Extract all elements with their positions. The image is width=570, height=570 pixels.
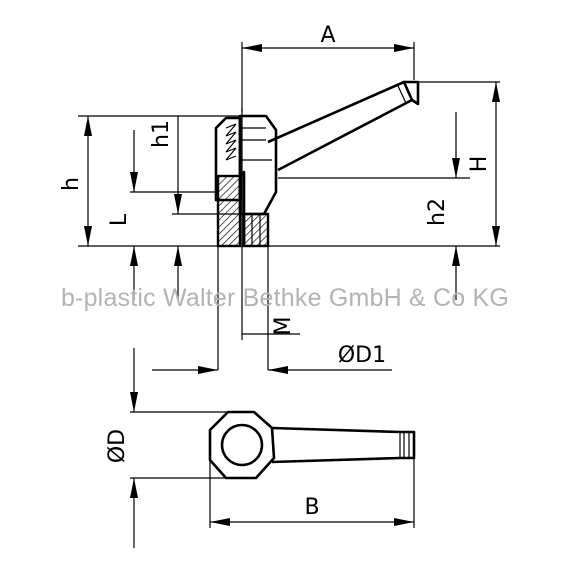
side-view	[214, 80, 420, 370]
bore-circle	[220, 423, 264, 467]
label-H: H	[467, 156, 492, 173]
dim-A: A	[242, 23, 414, 52]
label-D1: ØD1	[338, 343, 386, 368]
dim-D1: ØD1	[152, 343, 392, 374]
label-L: L	[107, 213, 132, 226]
dim-H: H	[467, 82, 500, 246]
label-M: M	[271, 317, 296, 336]
lever-tip	[404, 80, 420, 106]
label-A: A	[320, 23, 335, 48]
toothing	[225, 123, 272, 161]
threaded-stud	[242, 212, 270, 248]
octagon-hub	[208, 410, 276, 480]
label-D: ØD	[105, 429, 130, 463]
dim-L: L	[107, 130, 138, 300]
watermark-text: b-plastic Walter Bethke GmbH & Co KG	[60, 284, 510, 312]
hatched-insert	[216, 174, 242, 248]
clamp-top	[214, 116, 242, 202]
label-h1: h1	[149, 120, 174, 148]
dim-D: ØD	[105, 348, 138, 548]
label-B: B	[304, 495, 319, 520]
label-h2: h2	[425, 198, 450, 226]
dim-M: M	[242, 317, 300, 336]
label-h: h	[59, 177, 84, 191]
dim-B: B	[210, 495, 414, 526]
top-view	[130, 410, 416, 528]
dim-h: h	[59, 116, 92, 246]
dim-h2: h2	[425, 112, 460, 300]
lever-top	[271, 426, 416, 464]
lever-hub	[238, 114, 278, 216]
extension-lines	[78, 42, 500, 247]
lever-arm	[267, 80, 414, 172]
dim-h1: h1	[149, 116, 182, 300]
